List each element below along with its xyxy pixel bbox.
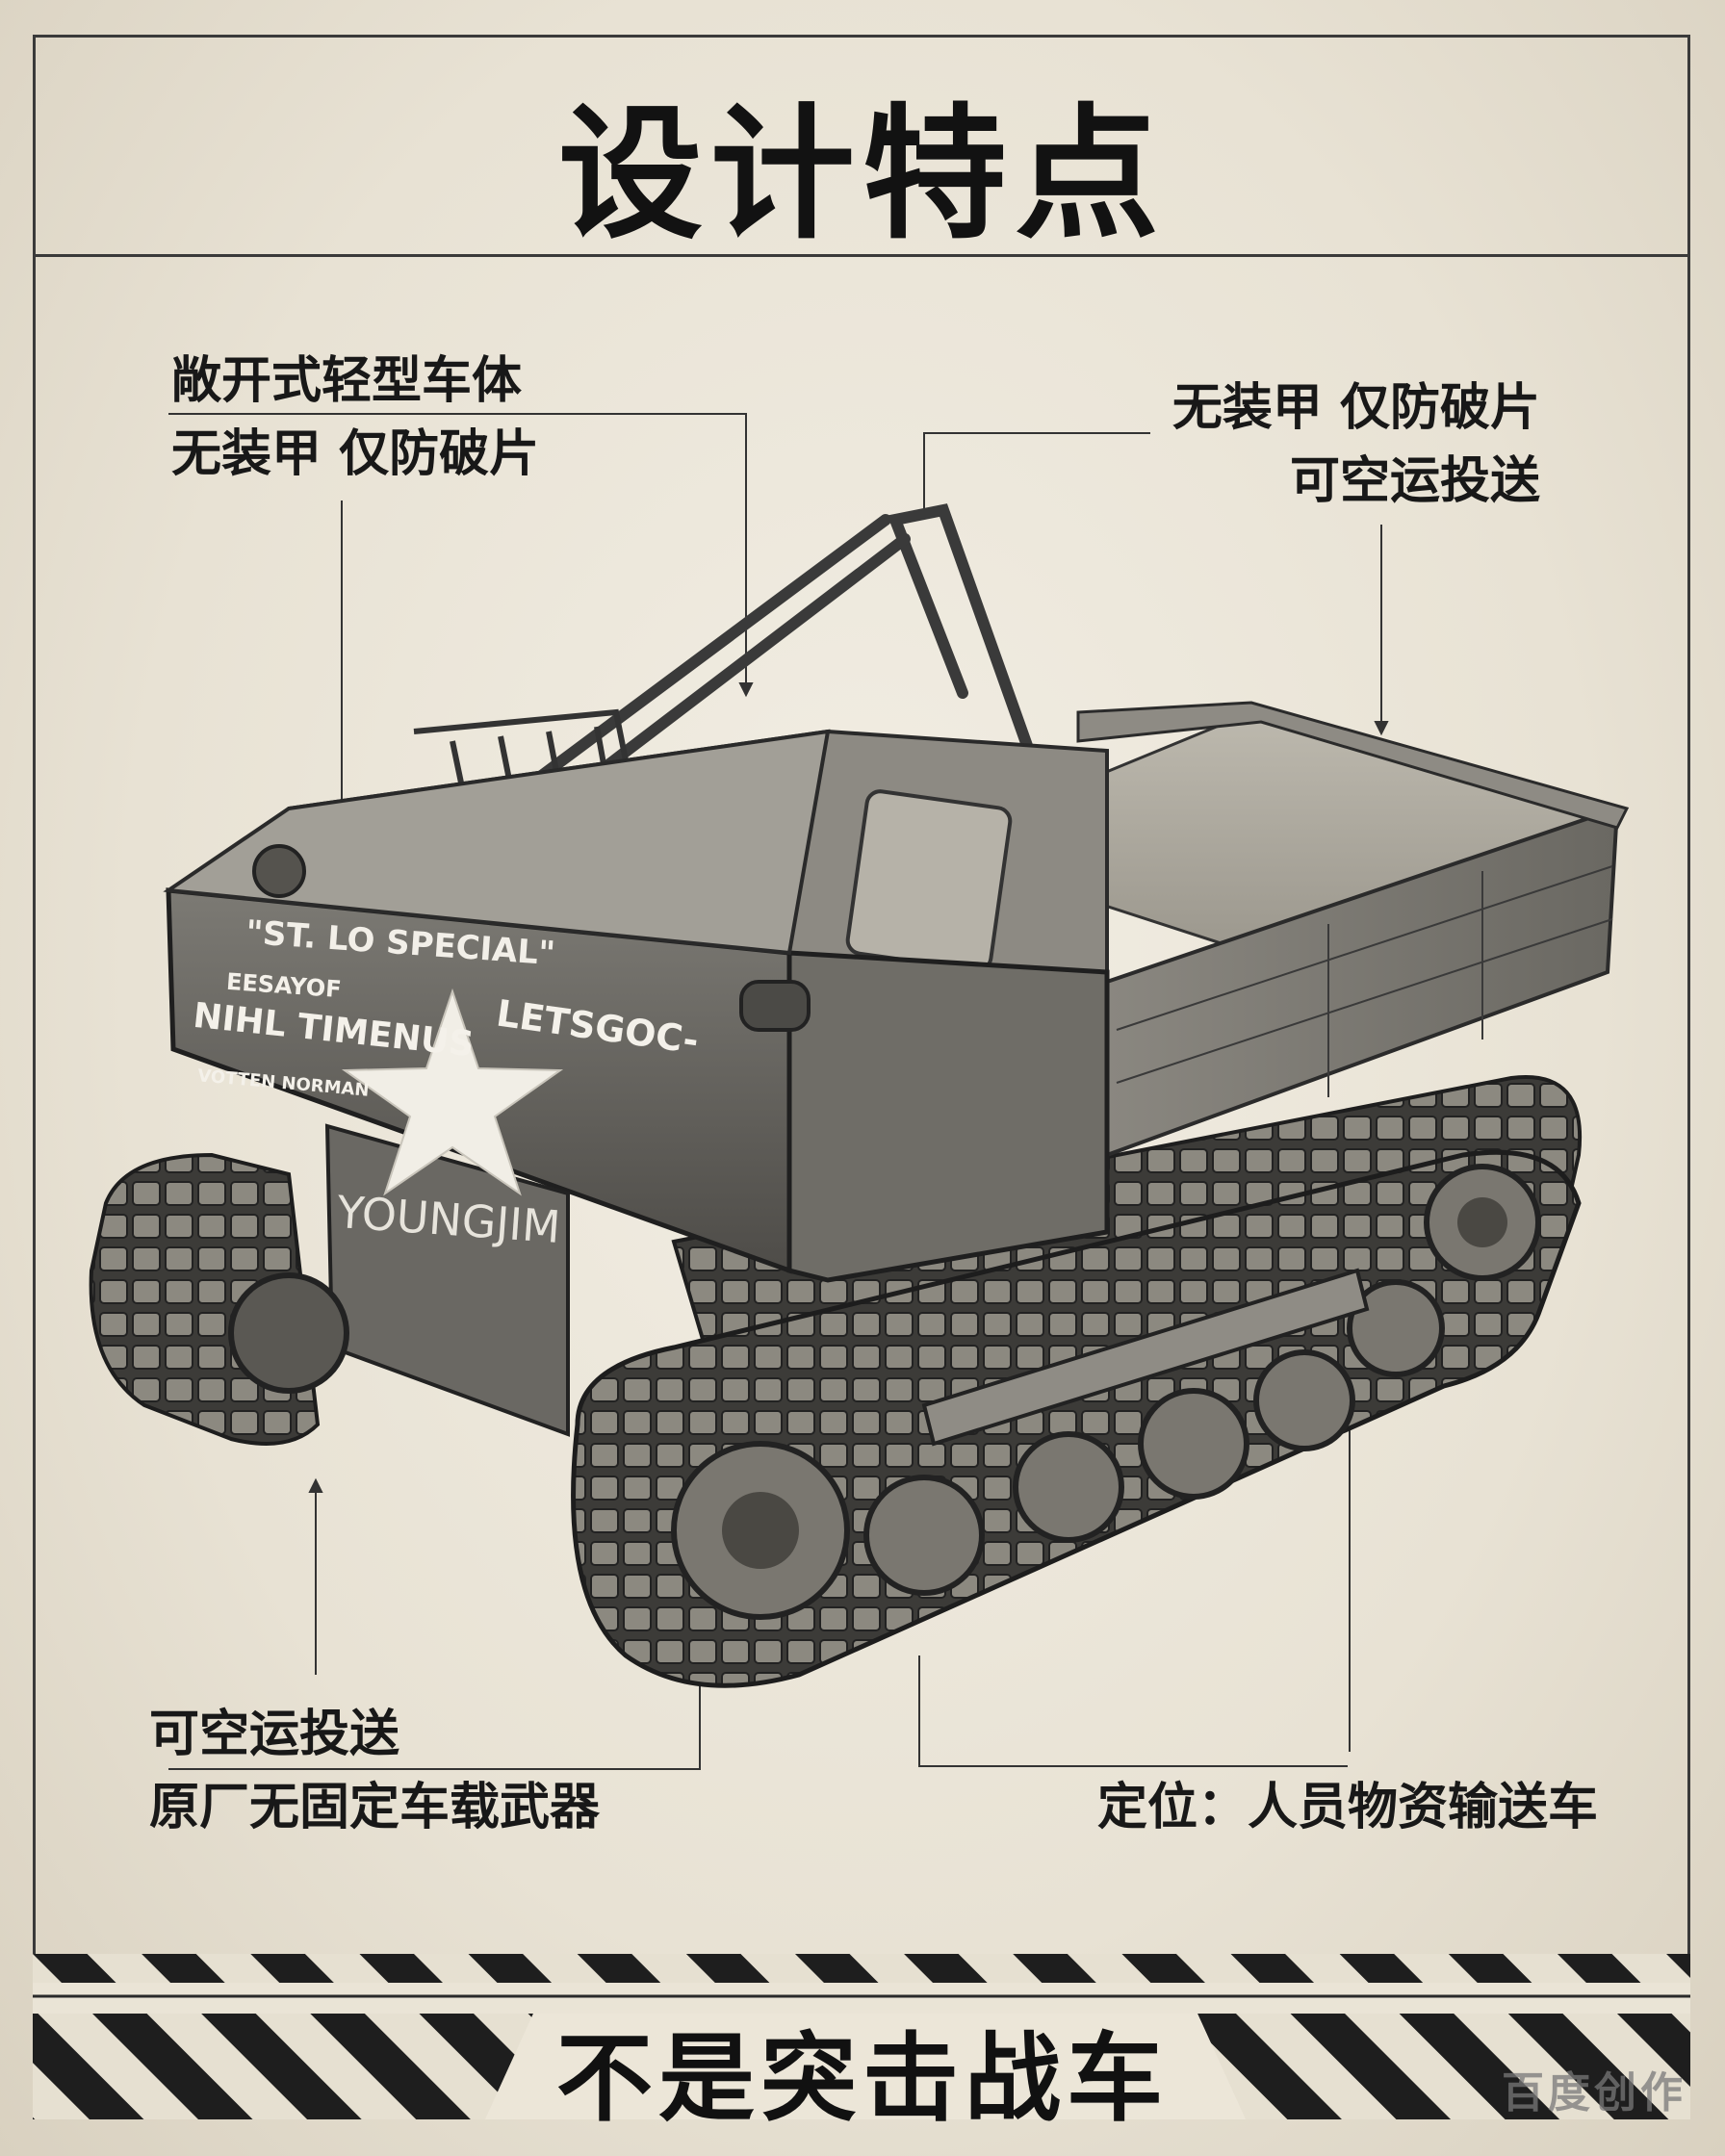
callout-top-right-line2: 可空运投送 <box>1289 452 1540 510</box>
callout-top-right: 无装甲 仅防破片 可空运投送 <box>1172 372 1540 518</box>
hazard-stripes <box>33 1954 1690 2119</box>
title-divider <box>33 254 1690 257</box>
callout-bottom-left: 可空运投送 原厂无固定车载武器 <box>149 1698 600 1844</box>
footer-text: 不是突击战车 <box>556 2022 1169 2135</box>
callout-leaders <box>168 413 1389 1770</box>
callout-top-left-line1: 敞开式轻型车体 <box>171 352 523 410</box>
white-star <box>341 988 564 1196</box>
seat <box>845 789 1013 972</box>
suspension-beam <box>921 1268 1370 1447</box>
watermark: 百度创作 <box>1502 2068 1686 2118</box>
side-hull <box>786 950 1110 1283</box>
drive-sprocket-left <box>228 1272 349 1394</box>
headlight <box>739 980 811 1032</box>
callout-bottom-left-line2: 原厂无固定车载武器 <box>149 1779 601 1836</box>
hull-top <box>163 729 831 956</box>
callout-bottom-right-line1: 定位：人员物资输送车 <box>1096 1779 1598 1836</box>
page-title: 设计特点 <box>557 91 1167 259</box>
callout-top-left-line2: 无装甲 仅防破片 <box>171 425 540 483</box>
cargo-bed-backwall <box>1076 701 1630 830</box>
callout-top-left: 敞开式轻型车体 无装甲 仅防破片 <box>171 345 539 491</box>
callout-top-right-line1: 无装甲 仅防破片 <box>1171 379 1540 437</box>
callout-bottom-right: 定位：人员物资输送车 <box>1097 1771 1598 1844</box>
road-wheels <box>671 1164 1541 1620</box>
fuel-cap <box>252 844 306 898</box>
callout-bottom-left-line1: 可空运投送 <box>149 1706 400 1763</box>
